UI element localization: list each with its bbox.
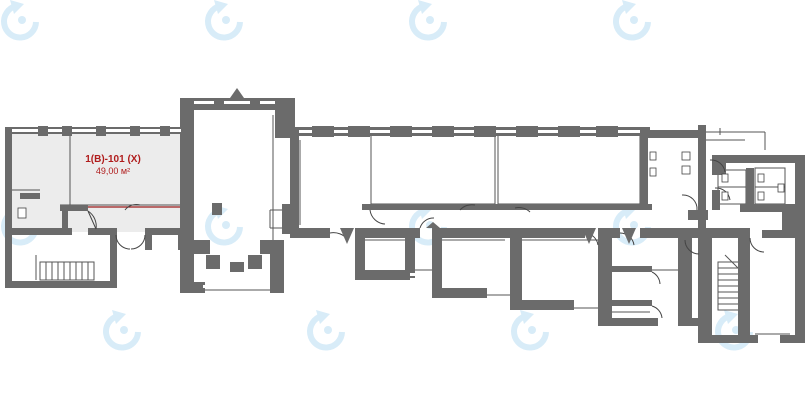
sink-icon [681,165,691,175]
toilet-icon [721,191,729,201]
sink-icon [777,183,785,193]
refresh-circle-icon [1,0,39,41]
refresh-circle-icon [307,310,345,351]
refresh-circle-icon [103,310,141,351]
toilet-icon [757,173,765,183]
toilet-icon [721,173,729,183]
toilet-icon [757,191,765,201]
toilet-icon [649,151,657,161]
unit-1b-101[interactable]: 1(B)-101 (X) 49,00 м² [10,132,184,233]
walls [5,88,805,343]
window-openings [12,101,780,340]
refresh-circle-icon [205,0,243,41]
refresh-circle-icon [613,0,651,41]
door-leaves [340,222,636,244]
sink-icon [681,151,691,161]
refresh-circle-icon [409,0,447,41]
toilet-icon [17,207,27,219]
toilet-icon [649,167,657,177]
refresh-circle-icon [511,310,549,351]
unit-fill [11,134,183,232]
unit-area-label: 49,00 м² [96,166,130,176]
unit-code-label: 1(B)-101 (X) [85,154,141,165]
sanitary-fixtures [17,151,785,219]
